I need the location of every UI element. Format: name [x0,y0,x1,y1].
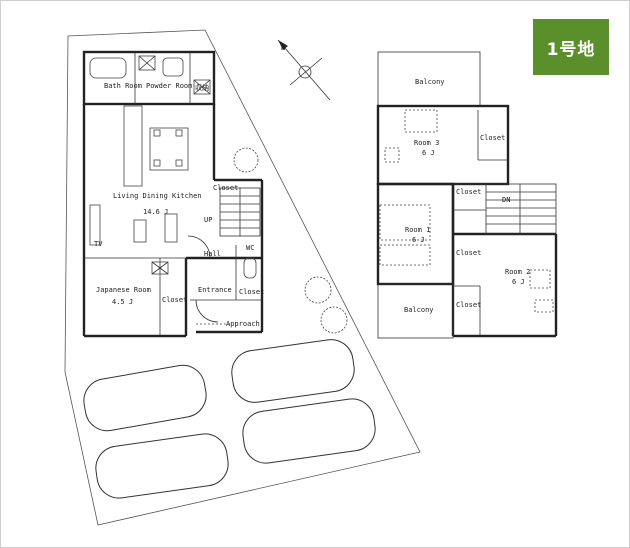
label-closet-entrance: Closet [239,288,264,296]
label-room1-size: 6 J [412,236,425,244]
label-up: UP [204,216,212,224]
label-powder-room: Powder Room [146,82,192,90]
label-balcony-top: Balcony [415,78,445,86]
label-ldk-size: 14.6 J [143,208,168,216]
label-closet-hall: Closet [456,188,481,196]
parking-cars [83,339,376,499]
label-room2-size: 6 J [512,278,525,286]
label-ldk: Living Dining Kitchen [113,192,202,200]
ground-floor-furniture [89,55,257,279]
label-closet-stair: Closet [213,184,238,192]
label-closet-room2: Closet [456,301,481,309]
trees [233,147,348,334]
label-closet-japanese: Closet [162,296,187,304]
label-bath-room: Bath Room [104,82,142,90]
stair-ground [219,187,261,237]
label-storage: 収納 [195,83,209,92]
label-japanese-size: 4.5 J [112,298,133,306]
upper-floor-furniture [379,109,554,313]
door-swings [187,235,232,325]
label-room1: Room 1 [405,226,430,234]
compass-north-label: N [281,44,285,52]
label-room2: Room 2 [505,268,530,276]
label-closet-room1: Closet [456,249,481,257]
label-hall: Hall [204,250,221,258]
label-approach: Approach [226,320,260,328]
stair-upper [486,184,556,234]
label-entrance: Entrance [198,286,232,294]
label-closet-room3: Closet [480,134,505,142]
label-dn: DN [502,196,510,204]
label-room3: Room 3 [414,139,439,147]
label-balcony-bottom: Balcony [404,306,434,314]
label-japanese-room: Japanese Room [96,286,151,294]
lot-number-badge: 1号地 [533,19,609,75]
label-tv: TV [94,240,103,248]
label-wc: WC [246,244,254,252]
lot-boundary [64,29,421,526]
label-room3-size: 6 J [422,149,435,157]
compass-rose [277,39,331,101]
upper-floor-walls [376,51,558,339]
